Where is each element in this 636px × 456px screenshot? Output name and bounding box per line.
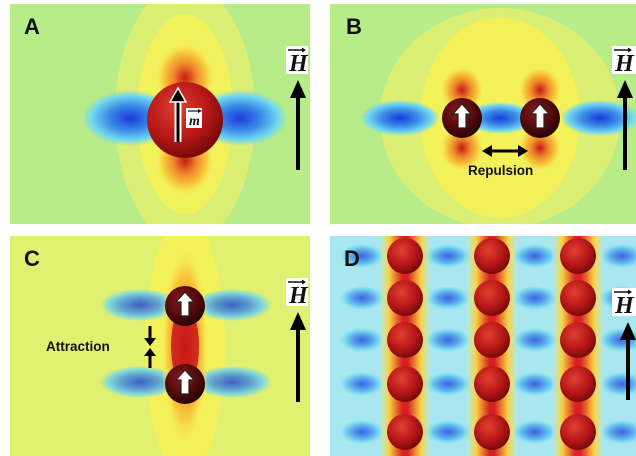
attraction-arrows xyxy=(144,326,156,368)
negative-lobe xyxy=(192,366,272,398)
negative-lobe xyxy=(513,286,557,310)
moment-arrow-left xyxy=(451,103,473,129)
attraction-label: Attraction xyxy=(46,339,110,354)
positive-lobe xyxy=(440,124,484,172)
negative-lobe xyxy=(513,244,557,268)
negative-lobe xyxy=(426,328,470,352)
moment-label: m xyxy=(189,114,200,129)
field-label: H xyxy=(288,283,309,309)
magnetic-particle xyxy=(147,82,223,158)
chain-particle xyxy=(387,414,423,450)
field-vector-bar-head xyxy=(302,47,306,53)
panel-a: m H A xyxy=(10,4,310,224)
negative-lobe xyxy=(340,372,384,396)
chain-particle xyxy=(387,366,423,402)
field-vector-bar-head xyxy=(628,47,632,53)
negative-lobe xyxy=(340,244,384,268)
field-arrow-head xyxy=(617,80,633,98)
moment-arrow-bottom xyxy=(174,369,196,395)
chain-particle xyxy=(387,238,423,274)
panel-letter-c: C xyxy=(24,246,40,271)
field-vector-bar-head xyxy=(628,289,632,295)
chain-particle xyxy=(474,414,510,450)
panel-d: H D xyxy=(330,236,636,456)
field-arrow-head xyxy=(290,312,306,330)
repulsion-arrows xyxy=(482,145,528,157)
panel-letter-d: D xyxy=(344,246,360,271)
negative-lobe xyxy=(192,289,272,321)
negative-lobe xyxy=(426,372,470,396)
panel-letter-b: B xyxy=(346,14,362,39)
negative-lobe xyxy=(100,366,180,398)
moment-vector-bar-head xyxy=(198,109,202,113)
panel-b: Repulsion H B xyxy=(330,4,636,224)
positive-lobe xyxy=(518,124,562,172)
negative-lobe xyxy=(426,420,470,444)
negative-lobe xyxy=(600,420,636,444)
chain-particle xyxy=(560,414,596,450)
chain-particle xyxy=(560,280,596,316)
repulsion-label: Repulsion xyxy=(468,163,533,178)
negative-lobe xyxy=(340,420,384,444)
particle-chains xyxy=(340,236,636,456)
panel-letter-a: A xyxy=(24,14,40,39)
field-label: H xyxy=(614,51,635,77)
negative-lobe xyxy=(600,244,636,268)
negative-lobe xyxy=(340,286,384,310)
chain-particle xyxy=(474,280,510,316)
field-label: H xyxy=(614,293,635,319)
field-vector-bar-head xyxy=(302,279,306,285)
moment-arrow-top xyxy=(174,291,196,317)
negative-lobe xyxy=(340,328,384,352)
moment-arrow-right xyxy=(529,103,551,129)
chain-particle xyxy=(387,280,423,316)
field-arrow-head xyxy=(290,80,306,98)
chain-particle xyxy=(560,366,596,402)
chain-particle xyxy=(387,322,423,358)
field-label-box xyxy=(286,278,308,306)
negative-lobe xyxy=(513,328,557,352)
chain-particle xyxy=(474,366,510,402)
chain-particle xyxy=(560,238,596,274)
negative-lobe xyxy=(360,100,440,136)
negative-lobe xyxy=(464,102,536,134)
panel-c: Attraction H C xyxy=(10,236,310,456)
negative-lobe xyxy=(560,100,636,136)
negative-lobe xyxy=(513,372,557,396)
moment-arrow-head xyxy=(168,86,188,103)
chain-particle xyxy=(560,322,596,358)
negative-lobe xyxy=(426,286,470,310)
chain-particle xyxy=(474,238,510,274)
negative-lobe xyxy=(426,244,470,268)
chain-particle xyxy=(474,322,510,358)
field-arrow-head xyxy=(620,322,636,340)
field-label-box xyxy=(286,46,308,74)
field-label: H xyxy=(288,51,309,77)
negative-lobe xyxy=(100,289,180,321)
negative-lobe xyxy=(513,420,557,444)
